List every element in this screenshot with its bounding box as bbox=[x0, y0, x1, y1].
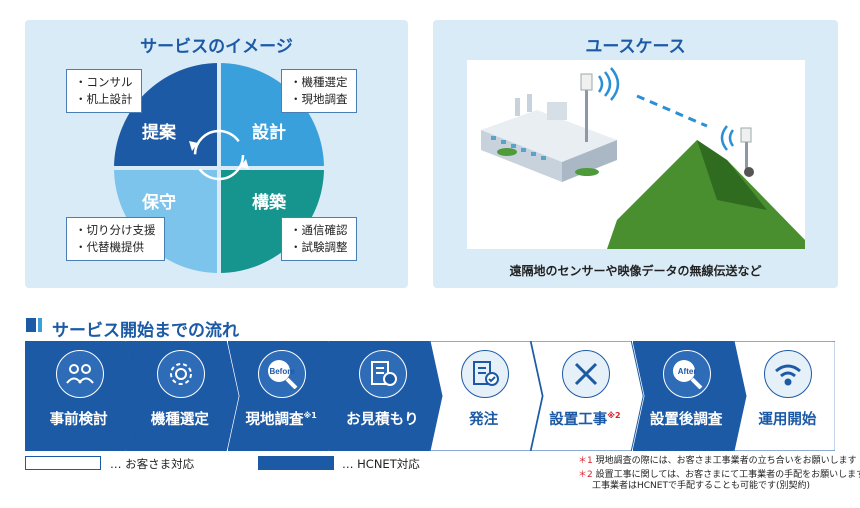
footnote-2: ＊2 設置工事に関しては、お客さまにて工事業者の手配をお願いします bbox=[578, 470, 860, 480]
flow-step-label: 運用開始 bbox=[758, 412, 817, 428]
flow-title: サービス開始までの流れ bbox=[52, 321, 239, 341]
flow-step-label: 設置工事※2 bbox=[549, 411, 621, 428]
flow-step: お見積もり bbox=[328, 341, 442, 451]
flow-step: 設置工事※2 bbox=[531, 341, 645, 451]
flow-step: 機種選定 bbox=[126, 341, 240, 451]
flow-step: 事前検討 bbox=[25, 341, 138, 451]
note-propose: コンサル 机上設計 bbox=[66, 69, 142, 113]
section-marker-icon bbox=[26, 318, 42, 332]
flow-step-label: 機種選定 bbox=[150, 412, 209, 428]
quadrant-label-maintain: 保守 bbox=[142, 193, 176, 213]
icon-text: Before bbox=[269, 367, 295, 376]
legend-hcnet-label: … HCNET対応 bbox=[342, 457, 420, 471]
use-case-title: ユースケース bbox=[585, 37, 686, 57]
checklist-icon bbox=[460, 350, 509, 398]
legend-hcnet-swatch bbox=[258, 456, 334, 470]
factory-icon bbox=[481, 94, 617, 182]
wireless-link bbox=[636, 94, 708, 128]
footnote-2-cont: 工事業者はHCNETで手配することも可能です(別契約) bbox=[592, 481, 810, 491]
flow-step: 運用開始 bbox=[733, 341, 847, 451]
legend-customer-swatch bbox=[25, 456, 101, 470]
use-case-caption: 遠隔地のセンサーや映像データの無線伝送など bbox=[509, 264, 762, 278]
flow-step-label: 事前検討 bbox=[49, 412, 108, 428]
flow-step: After 設置後調査 bbox=[632, 341, 746, 451]
legend-customer-label: … お客さま対応 bbox=[110, 457, 195, 471]
quadrant-label-build: 構築 bbox=[252, 193, 286, 213]
flow-step: Before 現地調査※1 bbox=[227, 341, 341, 451]
note-design: 機種選定 現地調査 bbox=[281, 69, 357, 113]
quadrant-propose bbox=[114, 63, 219, 168]
flow-step: 発注 bbox=[430, 341, 543, 451]
footnote-1: ＊1 現地調査の際には、お客さま工事業者の立ち合いをお願いします bbox=[578, 456, 857, 466]
footnote-mark: ※2 bbox=[607, 411, 621, 421]
wifi-icon bbox=[764, 350, 813, 398]
wireless-wave-icon bbox=[597, 67, 620, 101]
flow-step-label: 現地調査※1 bbox=[245, 411, 317, 428]
cycle-arrow-icon bbox=[193, 129, 245, 181]
quadrant-maintain bbox=[114, 168, 219, 273]
flow-step-label: 発注 bbox=[469, 412, 499, 428]
quadrant-label-propose: 提案 bbox=[142, 123, 176, 143]
quadrant-label-design: 設計 bbox=[252, 123, 286, 143]
magnifier-after-icon: After bbox=[663, 350, 712, 398]
gear-icon bbox=[156, 350, 205, 398]
mountain-icon bbox=[607, 140, 805, 249]
people-icon bbox=[55, 350, 104, 398]
quote-document-icon bbox=[359, 350, 408, 398]
magnifier-before-icon: Before bbox=[258, 350, 307, 398]
flow-step-label: お見積もり bbox=[346, 412, 419, 428]
note-build: 通信確認 試験調整 bbox=[281, 217, 357, 261]
flow-step-label: 設置後調査 bbox=[649, 412, 723, 428]
service-image-title: サービスのイメージ bbox=[140, 37, 293, 57]
quadrant-design bbox=[219, 63, 324, 168]
tools-icon bbox=[561, 350, 610, 398]
service-cycle-diagram bbox=[114, 63, 324, 273]
note-maintain: 切り分け支援 代替機提供 bbox=[66, 217, 165, 261]
quadrant-build bbox=[219, 168, 324, 273]
footnote-mark: ※1 bbox=[303, 411, 317, 421]
icon-text: After bbox=[677, 367, 697, 376]
use-case-illustration bbox=[467, 60, 805, 249]
